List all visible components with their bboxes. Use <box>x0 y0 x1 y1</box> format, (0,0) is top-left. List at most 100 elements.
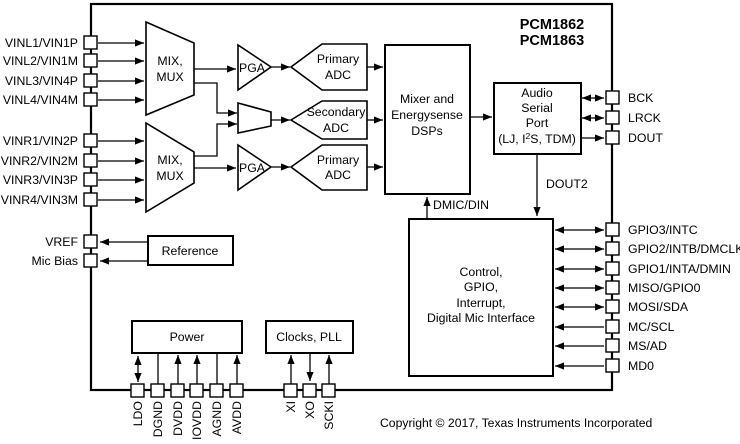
pin-vinl4 <box>83 92 98 107</box>
pin-label-vinr3: VINR3/VIN3P <box>3 173 78 187</box>
copyright-text: Copyright © 2017, Texas Instruments Inco… <box>380 416 652 430</box>
pin-gpio2 <box>605 241 620 256</box>
pin-label-vinr1: VINR1/VIN2P <box>3 134 78 148</box>
pin-label-md0: MD0 <box>628 359 654 373</box>
device-name-line1: PCM1862 <box>520 17 584 33</box>
dsp-block <box>384 44 471 195</box>
pin-ldo <box>130 383 145 398</box>
pin-gpio1 <box>605 261 620 276</box>
pga-top-block <box>237 43 273 92</box>
pin-lrck <box>605 110 620 125</box>
adc-bottom-block <box>289 144 368 191</box>
asp-block <box>493 82 582 155</box>
wire-mux1-secpga <box>194 82 237 117</box>
pin-mosi <box>605 299 620 314</box>
power-block <box>131 320 243 354</box>
reference-block <box>147 235 234 266</box>
adc-top-block <box>289 43 368 91</box>
pin-label-dgnd: DGND <box>151 401 165 437</box>
pin-avdd <box>229 383 244 398</box>
pga-top-label: PGA <box>239 61 266 75</box>
control-label-4: Digital Mic Interface <box>427 311 535 325</box>
pin-label-avdd: AVDD <box>230 401 244 434</box>
wire-mux2-secpga <box>194 120 237 157</box>
asp-label-3: Port <box>526 116 549 130</box>
pga-bottom-label: PGA <box>239 161 266 175</box>
control-label-2: GPIO, <box>464 280 498 294</box>
pin-squares <box>83 35 620 398</box>
adc-bottom-label-1: Primary <box>317 153 360 167</box>
pin-label-vinr2: VINR2/VIN2M <box>1 154 78 168</box>
pin-label-bck: BCK <box>628 91 654 105</box>
pin-label-scki: SCKI <box>322 401 336 430</box>
device-name-line2: PCM1863 <box>520 33 584 49</box>
pin-vinr4 <box>83 192 98 207</box>
pin-label-agnd: AGND <box>210 401 224 437</box>
dsp-label-3: DSPs <box>411 124 442 138</box>
pin-gpio3 <box>605 222 620 237</box>
pin-label-ms-ad: MS/AD <box>628 339 667 353</box>
clocks-pll-block <box>265 320 354 354</box>
pin-label-iovdd: IOVDD <box>190 401 204 440</box>
pin-mc-scl <box>605 319 620 334</box>
pin-label-gpio3: GPIO3/INTC <box>628 223 698 237</box>
pin-label-vinl2: VINL2/VIN1M <box>3 54 78 68</box>
pin-label-dvdd: DVDD <box>171 401 185 436</box>
pin-label-vinr4: VINR4/VIN3M <box>1 193 78 207</box>
control-label-1: Control, <box>459 265 502 279</box>
pin-vinl2 <box>83 53 98 68</box>
mux-bottom-label-1: MIX, <box>157 153 182 167</box>
pin-miso <box>605 280 620 295</box>
pin-vinr3 <box>83 172 98 187</box>
pin-label-gpio2: GPIO2/INTB/DMCLK <box>628 242 740 256</box>
mux-top-block <box>145 20 195 117</box>
adc-mid-block <box>289 100 368 140</box>
pin-bck <box>605 90 620 105</box>
pin-label-mosi: MOSI/SDA <box>628 300 689 314</box>
pin-ms-ad <box>605 338 620 353</box>
pin-iovdd <box>189 383 204 398</box>
asp-label-4b: S, TDM) <box>530 132 576 146</box>
pin-label-ldo: LDO <box>131 401 145 426</box>
pin-label-vinl3: VINL3/VIN4P <box>5 74 78 88</box>
pin-label-xi: XI <box>284 401 298 413</box>
dmic-din-label: DMIC/DIN <box>433 198 489 212</box>
dsp-label-2: Energysense <box>391 108 463 122</box>
pin-md0 <box>605 358 620 373</box>
control-label-3: Interrupt, <box>456 296 505 310</box>
pin-label-dout: DOUT <box>628 131 663 145</box>
pin-label-miso: MISO/GPIO0 <box>628 281 701 295</box>
power-label: Power <box>170 330 205 344</box>
pin-agnd <box>209 383 224 398</box>
adc-bottom-label-2: ADC <box>325 168 351 182</box>
asp-label-2: Serial <box>521 101 552 115</box>
adc-top-label-1: Primary <box>317 52 360 66</box>
pin-micbias <box>83 253 98 268</box>
pin-dout <box>605 130 620 145</box>
pin-xo <box>302 383 317 398</box>
pin-dvdd <box>170 383 185 398</box>
pin-label-vref: VREF <box>45 235 78 249</box>
reference-label: Reference <box>162 244 219 258</box>
adc-top-label-2: ADC <box>325 68 351 82</box>
asp-label-4-sup: 2 <box>526 131 531 141</box>
dout2-label: DOUT2 <box>546 177 588 191</box>
signal-wires <box>98 39 604 384</box>
mux-top-label-1: MIX, <box>157 54 182 68</box>
mux-bottom-block <box>145 121 195 214</box>
pin-xi <box>283 383 298 398</box>
clocks-pll-label: Clocks, PLL <box>276 330 342 344</box>
asp-label-4a: (LJ, I <box>498 132 525 146</box>
pin-dgnd <box>150 383 165 398</box>
pin-vinl1 <box>83 35 98 50</box>
asp-label-4: (LJ, I2S, TDM) <box>498 131 576 146</box>
dsp-label-1: Mixer and <box>400 92 454 106</box>
pin-vinr1 <box>83 133 98 148</box>
pga-bottom-block <box>237 143 273 192</box>
pin-label-vinl1: VINL1/VIN1P <box>5 36 78 50</box>
mux-top-label-2: MUX <box>156 70 183 84</box>
control-block <box>408 218 554 377</box>
pin-label-vinl4: VINL4/VIN4M <box>3 93 78 107</box>
pin-label-mc-scl: MC/SCL <box>628 320 675 334</box>
